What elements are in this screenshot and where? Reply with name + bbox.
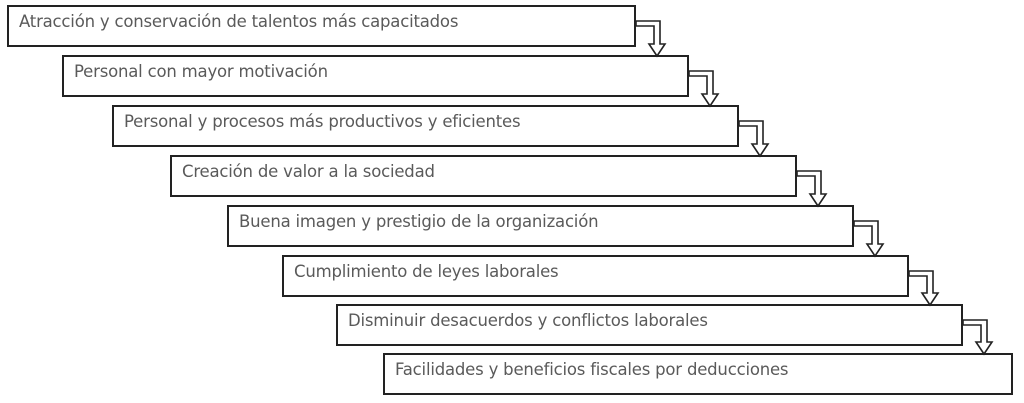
step-box-1: Atracción y conservación de talentos más… <box>7 5 636 47</box>
step-box-8: Facilidades y beneficios fiscales por de… <box>383 353 1013 395</box>
bent-arrow-down-icon-1 <box>635 20 667 58</box>
step-box-7: Disminuir desacuerdos y conflictos labor… <box>336 304 963 346</box>
step-label-4: Creación de valor a la sociedad <box>182 162 435 181</box>
bent-arrow-down-icon-2 <box>688 70 720 108</box>
step-label-3: Personal y procesos más productivos y ef… <box>124 112 521 131</box>
step-label-1: Atracción y conservación de talentos más… <box>19 12 459 31</box>
step-label-6: Cumplimiento de leyes laborales <box>294 262 559 281</box>
step-label-2: Personal con mayor motivación <box>74 62 328 81</box>
bent-arrow-down-icon-6 <box>908 270 940 307</box>
step-box-3: Personal y procesos más productivos y ef… <box>112 105 739 147</box>
bent-arrow-down-icon-5 <box>853 220 885 258</box>
step-label-5: Buena imagen y prestigio de la organizac… <box>239 212 599 231</box>
bent-arrow-down-icon-7 <box>962 319 994 356</box>
step-label-7: Disminuir desacuerdos y conflictos labor… <box>348 311 708 330</box>
step-box-5: Buena imagen y prestigio de la organizac… <box>227 205 854 247</box>
step-label-8: Facilidades y beneficios fiscales por de… <box>395 360 789 379</box>
step-box-4: Creación de valor a la sociedad <box>170 155 797 197</box>
bent-arrow-down-icon-3 <box>738 120 770 158</box>
step-box-6: Cumplimiento de leyes laborales <box>282 255 909 297</box>
step-box-2: Personal con mayor motivación <box>62 55 689 97</box>
bent-arrow-down-icon-4 <box>796 170 828 208</box>
